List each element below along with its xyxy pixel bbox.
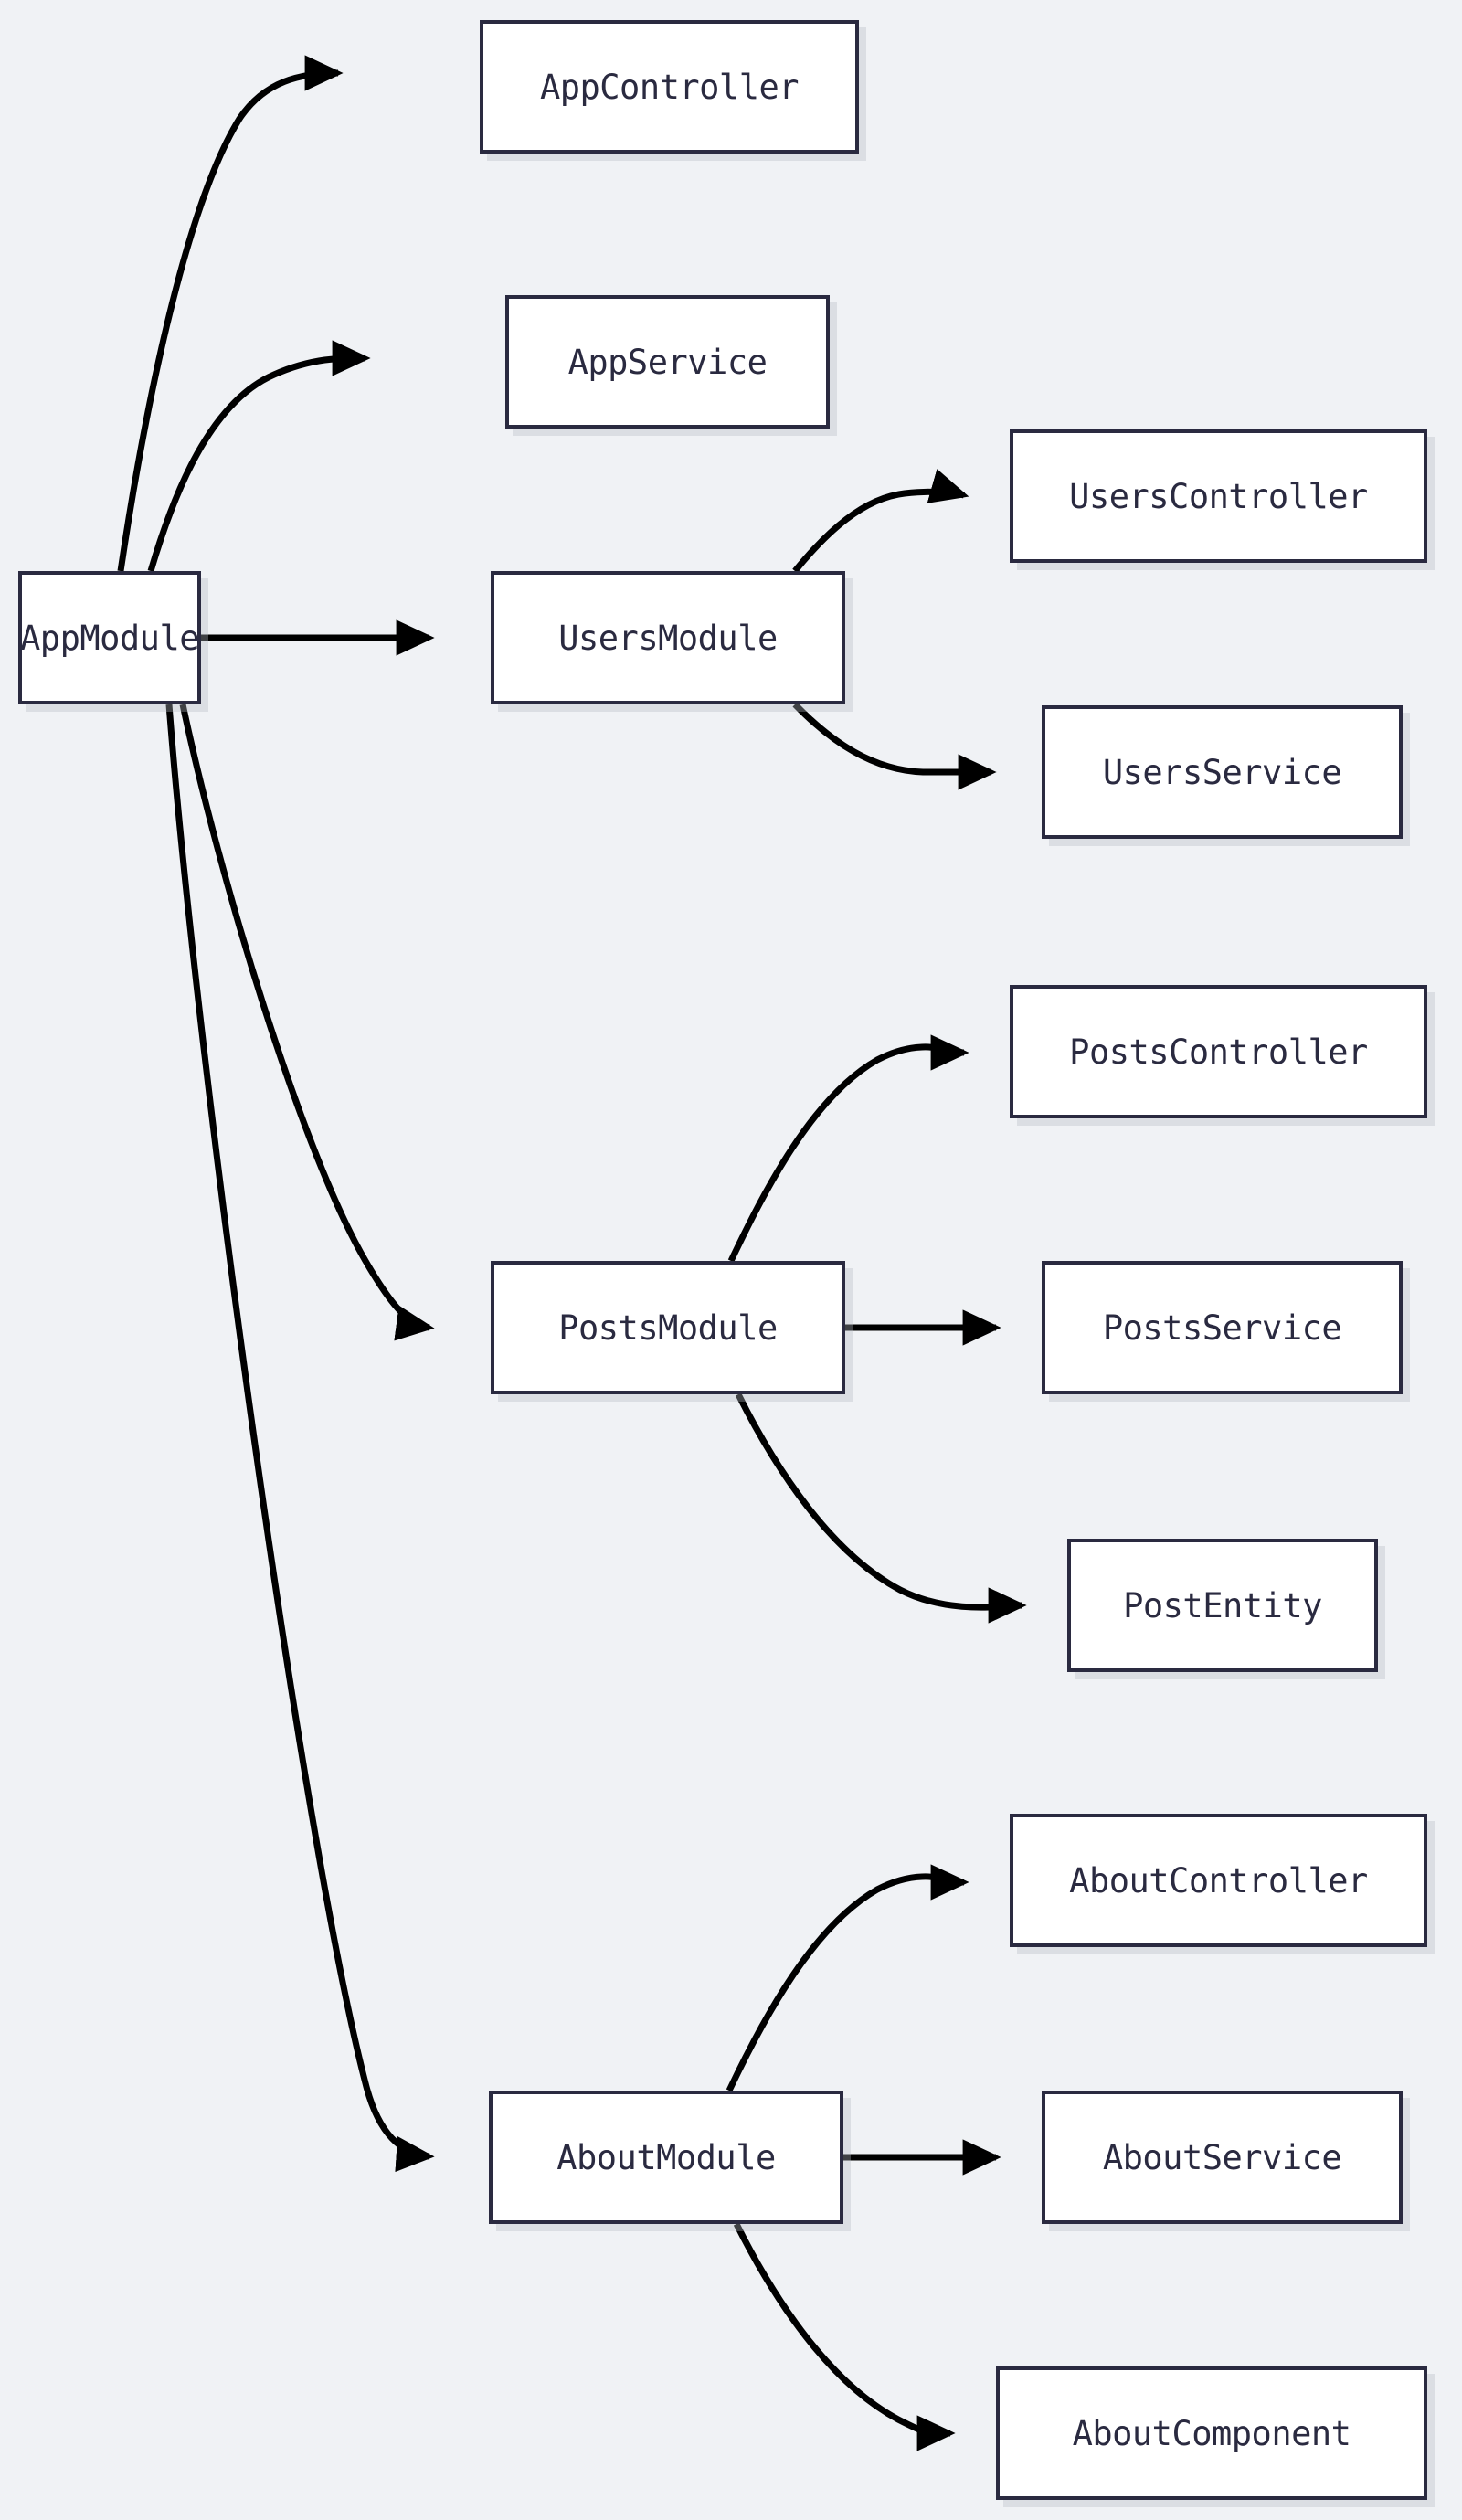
edge-aboutmodule-to-aboutcontroller xyxy=(726,1864,969,2092)
edge-usersmodule-to-usersservice xyxy=(792,702,997,790)
node-app-service[interactable]: AppService xyxy=(505,295,830,429)
edge-postsmodule-to-postentity xyxy=(735,1392,1027,1624)
node-label: PostsModule xyxy=(558,1308,778,1348)
node-posts-module[interactable]: PostsModule xyxy=(491,1261,845,1394)
node-label: AppModule xyxy=(20,618,199,658)
node-about-component[interactable]: AboutComponent xyxy=(996,2366,1427,2500)
node-label: AboutController xyxy=(1069,1860,1368,1901)
node-label: PostsController xyxy=(1069,1032,1368,1072)
node-app-controller[interactable]: AppController xyxy=(480,20,859,154)
edge-usersmodule-to-userscontroller xyxy=(792,469,969,574)
edge-appmodule-to-appcontroller xyxy=(117,55,344,572)
node-label: PostsService xyxy=(1102,1308,1342,1348)
node-label: UsersModule xyxy=(558,618,778,658)
node-users-service[interactable]: UsersService xyxy=(1042,705,1403,839)
node-post-entity[interactable]: PostEntity xyxy=(1067,1539,1378,1672)
node-label: AboutModule xyxy=(556,2137,776,2177)
node-label: AboutService xyxy=(1102,2137,1342,2177)
edge-appmodule-to-appservice xyxy=(147,340,371,572)
edge-aboutmodule-to-aboutcomponent xyxy=(733,2222,956,2451)
node-about-module[interactable]: AboutModule xyxy=(489,2091,843,2224)
edge-postsmodule-to-postscontroller xyxy=(727,1034,969,1263)
node-label: AboutComponent xyxy=(1072,2413,1351,2453)
node-label: UsersService xyxy=(1102,752,1342,792)
node-posts-service[interactable]: PostsService xyxy=(1042,1261,1403,1394)
node-users-module[interactable]: UsersModule xyxy=(491,571,845,704)
node-posts-controller[interactable]: PostsController xyxy=(1010,985,1427,1118)
node-label: PostEntity xyxy=(1123,1585,1322,1625)
node-app-module[interactable]: AppModule xyxy=(18,571,201,704)
node-label: AppService xyxy=(567,342,768,382)
node-about-service[interactable]: AboutService xyxy=(1042,2091,1403,2224)
edge-appmodule-to-postsmodule xyxy=(179,704,435,1341)
node-about-controller[interactable]: AboutController xyxy=(1010,1814,1427,1947)
node-label: UsersController xyxy=(1069,476,1368,516)
edge-appmodule-to-aboutmodule xyxy=(165,704,435,2173)
node-users-controller[interactable]: UsersController xyxy=(1010,429,1427,563)
node-label: AppController xyxy=(539,67,800,107)
